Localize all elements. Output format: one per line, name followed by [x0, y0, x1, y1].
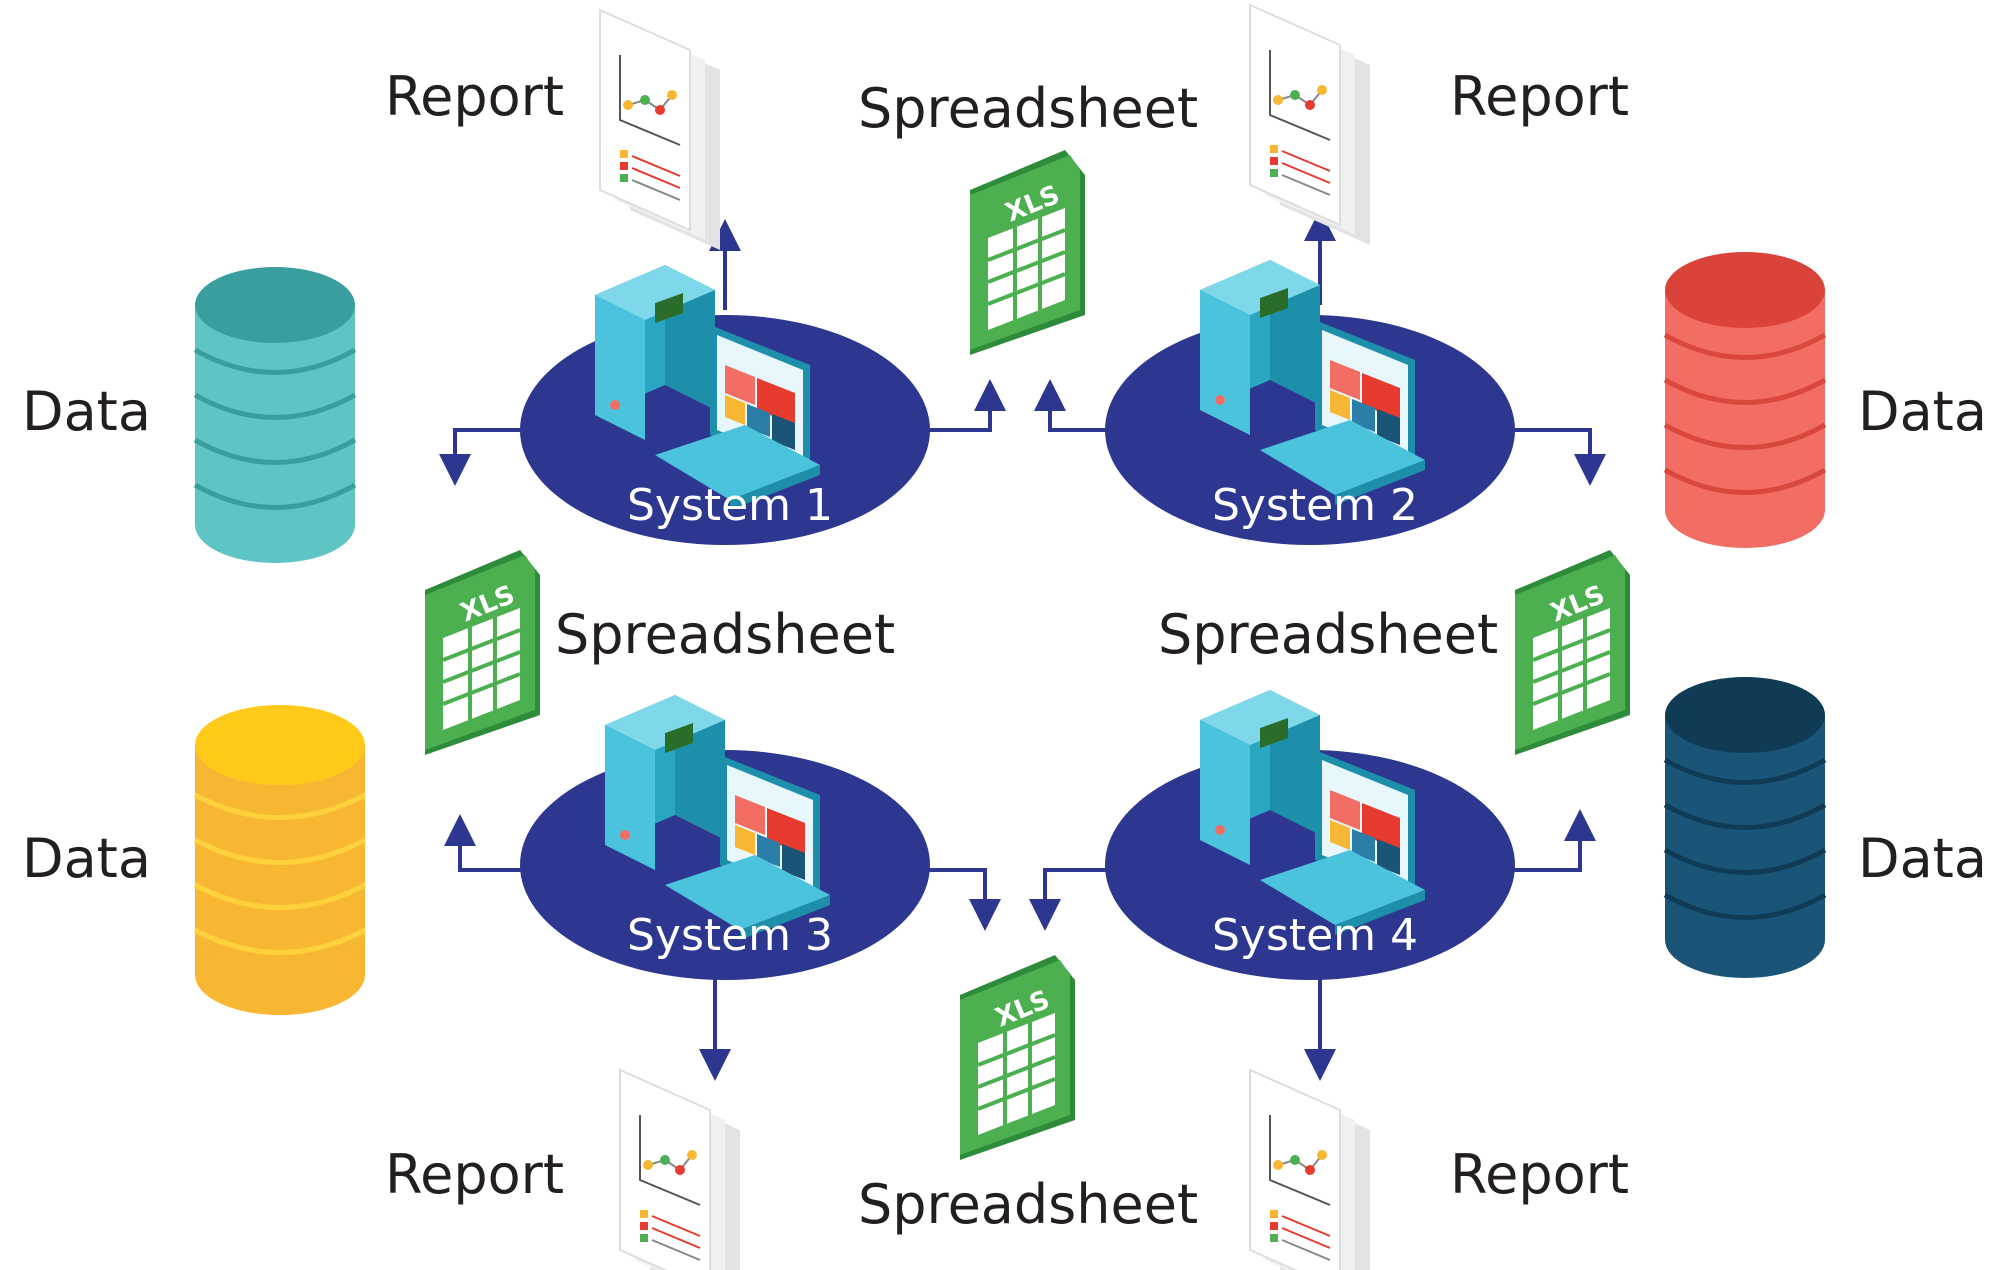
report-document-icon-bl	[619, 1069, 741, 1270]
arrows	[439, 209, 1606, 1081]
report-document-icon-tr	[1249, 4, 1371, 246]
database-icon-red	[1663, 252, 1827, 548]
data-label-tl: Data	[22, 380, 151, 443]
database-icon-navy	[1663, 677, 1827, 978]
data-label-bl: Data	[22, 827, 151, 890]
report-label-tr: Report	[1450, 65, 1630, 128]
spreadsheet-label-top: Spreadsheet	[858, 77, 1199, 140]
report-label-bl: Report	[385, 1143, 565, 1206]
database-icon-yellow	[193, 705, 367, 1015]
system-1: System 1	[520, 265, 930, 545]
xls-spreadsheet-icon-right: XLS	[1513, 548, 1632, 757]
spreadsheet-label-left: Spreadsheet	[555, 603, 896, 666]
system-3: System 3	[520, 695, 930, 980]
system-4-label: System 4	[1212, 910, 1418, 961]
system-2: System 2	[1105, 260, 1515, 545]
report-document-icon-br	[1249, 1069, 1371, 1270]
database-icon-teal	[193, 267, 357, 563]
system-3-label: System 3	[627, 910, 833, 961]
spreadsheet-label-right: Spreadsheet	[1158, 603, 1499, 666]
report-document-icon-tl	[599, 9, 721, 251]
data-label-br: Data	[1858, 827, 1987, 890]
xls-spreadsheet-icon-top: XLS	[968, 148, 1087, 357]
xls-spreadsheet-icon-left: XLS	[423, 548, 542, 757]
system-1-label: System 1	[627, 480, 833, 531]
spreadsheet-label-bottom: Spreadsheet	[858, 1173, 1199, 1236]
report-label-br: Report	[1450, 1143, 1630, 1206]
report-label-tl: Report	[385, 65, 565, 128]
system-2-label: System 2	[1212, 480, 1418, 531]
xls-spreadsheet-icon-bottom: XLS	[958, 953, 1077, 1162]
system-4: System 4	[1105, 690, 1515, 980]
data-label-tr: Data	[1858, 380, 1987, 443]
